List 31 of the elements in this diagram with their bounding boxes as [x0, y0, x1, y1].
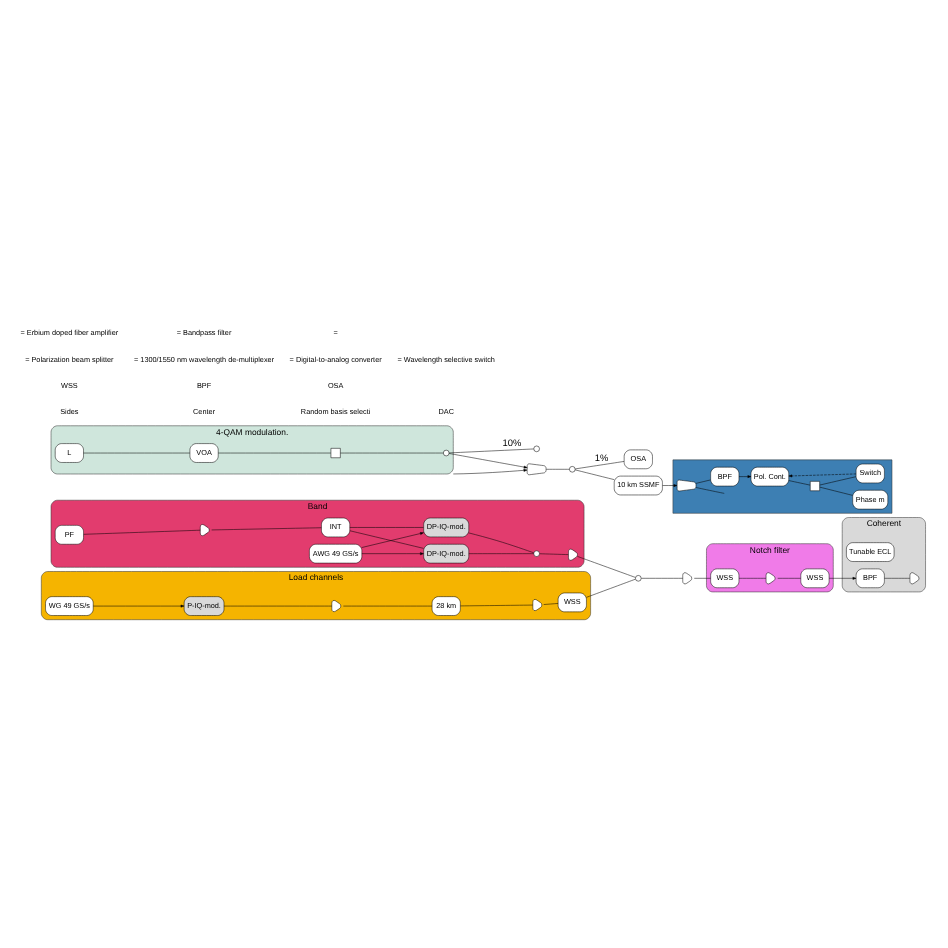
node-triangle — [568, 548, 578, 561]
connector — [819, 476, 857, 486]
arrow — [788, 473, 857, 478]
connector — [448, 448, 534, 454]
node-circle — [443, 449, 450, 457]
node-triangle — [532, 599, 543, 611]
node-triangle — [682, 572, 692, 585]
arrow — [361, 532, 424, 548]
arrow — [93, 604, 185, 608]
node-triangle — [909, 572, 920, 585]
connector — [788, 480, 811, 486]
connector — [695, 479, 711, 484]
node-circle — [533, 550, 540, 557]
arrow — [738, 475, 752, 478]
arrow — [453, 469, 528, 475]
node-circle — [533, 445, 540, 452]
node-box — [330, 448, 341, 458]
node-circle — [569, 466, 576, 473]
node-box — [809, 481, 820, 492]
connector — [349, 530, 424, 549]
arrow — [361, 552, 424, 556]
arrow — [448, 453, 528, 469]
connector — [695, 487, 725, 494]
node-circle — [635, 575, 642, 582]
node-triangle — [765, 572, 776, 585]
node-triangle — [200, 524, 210, 536]
node-triangle — [331, 600, 342, 612]
node-trapezium — [676, 479, 697, 492]
arrow — [828, 576, 857, 580]
node-trapezium — [526, 463, 547, 476]
arrow — [662, 484, 678, 487]
